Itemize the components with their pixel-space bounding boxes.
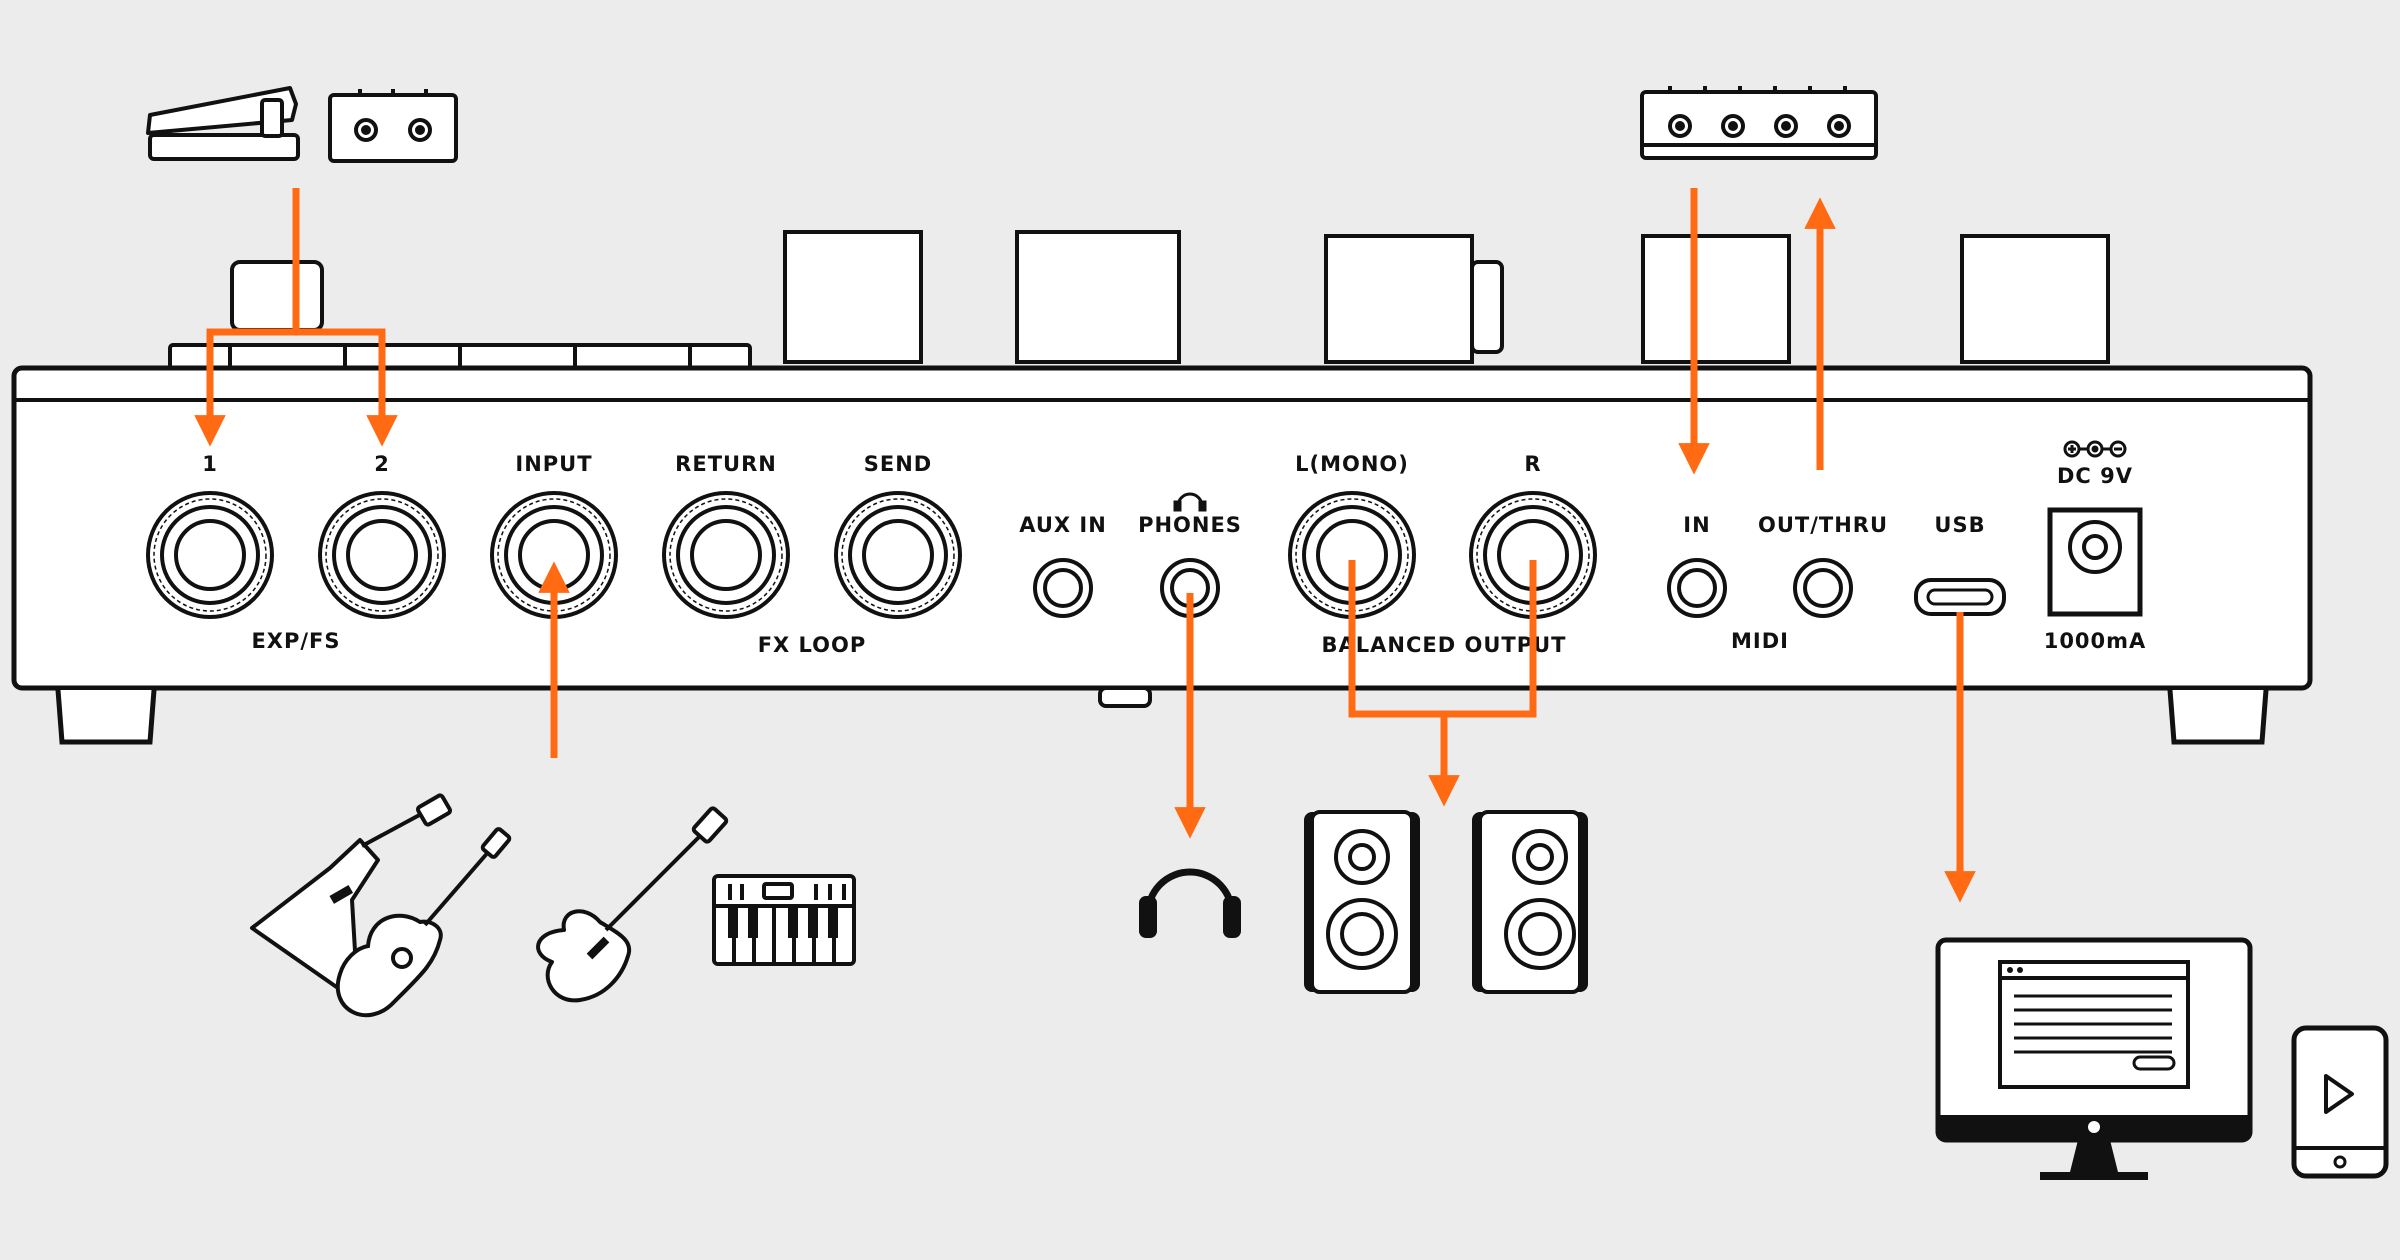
exp-jack-2 — [318, 491, 446, 619]
fx-return-jack — [662, 491, 790, 619]
usb-port — [1914, 578, 2006, 616]
midi-out-label: OUT/THRU — [1758, 513, 1888, 537]
keyboard-synth-icon — [712, 874, 856, 966]
footswitch-icon — [328, 89, 458, 163]
r-label: R — [1524, 452, 1541, 476]
midi-in-jack — [1667, 558, 1727, 618]
exp-2-label: 2 — [374, 452, 390, 476]
fx-send-jack — [834, 491, 962, 619]
exp-fs-label: EXP/FS — [251, 629, 340, 653]
tablet-icon — [2291, 1025, 2389, 1179]
midi-in-label: IN — [1683, 513, 1710, 537]
speaker-left-icon — [1302, 810, 1422, 994]
midi-out-jack — [1793, 558, 1853, 618]
expression-pedal-icon — [146, 86, 300, 161]
computer-monitor-icon — [1935, 937, 2253, 1180]
electric-guitar-icon — [536, 806, 729, 1003]
l-mono-label: L(MONO) — [1295, 452, 1409, 476]
current-label: 1000mA — [2044, 629, 2147, 653]
balanced-output-label: BALANCED OUTPUT — [1322, 633, 1567, 657]
input-label: INPUT — [515, 452, 592, 476]
signal-arrows — [194, 188, 1976, 903]
dc-label: DC 9V — [2057, 464, 2133, 488]
dc-polarity-icon — [2063, 440, 2127, 458]
fx-loop-label: FX LOOP — [758, 633, 867, 657]
dc-power-jack — [2047, 507, 2143, 617]
phones-label: PHONES — [1138, 513, 1242, 537]
speaker-right-icon — [1472, 810, 1588, 994]
headphone-symbol-icon — [1173, 492, 1207, 512]
return-label: RETURN — [675, 452, 777, 476]
aux-in-label: AUX IN — [1019, 513, 1107, 537]
exp-pedal-arrow-1 — [194, 188, 300, 447]
pedal-top-controls — [168, 230, 2110, 371]
aux-in-jack — [1033, 558, 1093, 618]
exp-1-label: 1 — [202, 452, 218, 476]
exp-pedal-arrow-2 — [296, 328, 398, 447]
midi-label: MIDI — [1731, 629, 1789, 653]
acoustic-guitar-icon — [335, 827, 512, 1018]
exp-jack-1 — [146, 491, 274, 619]
send-label: SEND — [864, 452, 932, 476]
headphones-icon — [1139, 868, 1241, 938]
midi-device-icon — [1640, 86, 1878, 160]
usb-label: USB — [1934, 513, 1985, 537]
